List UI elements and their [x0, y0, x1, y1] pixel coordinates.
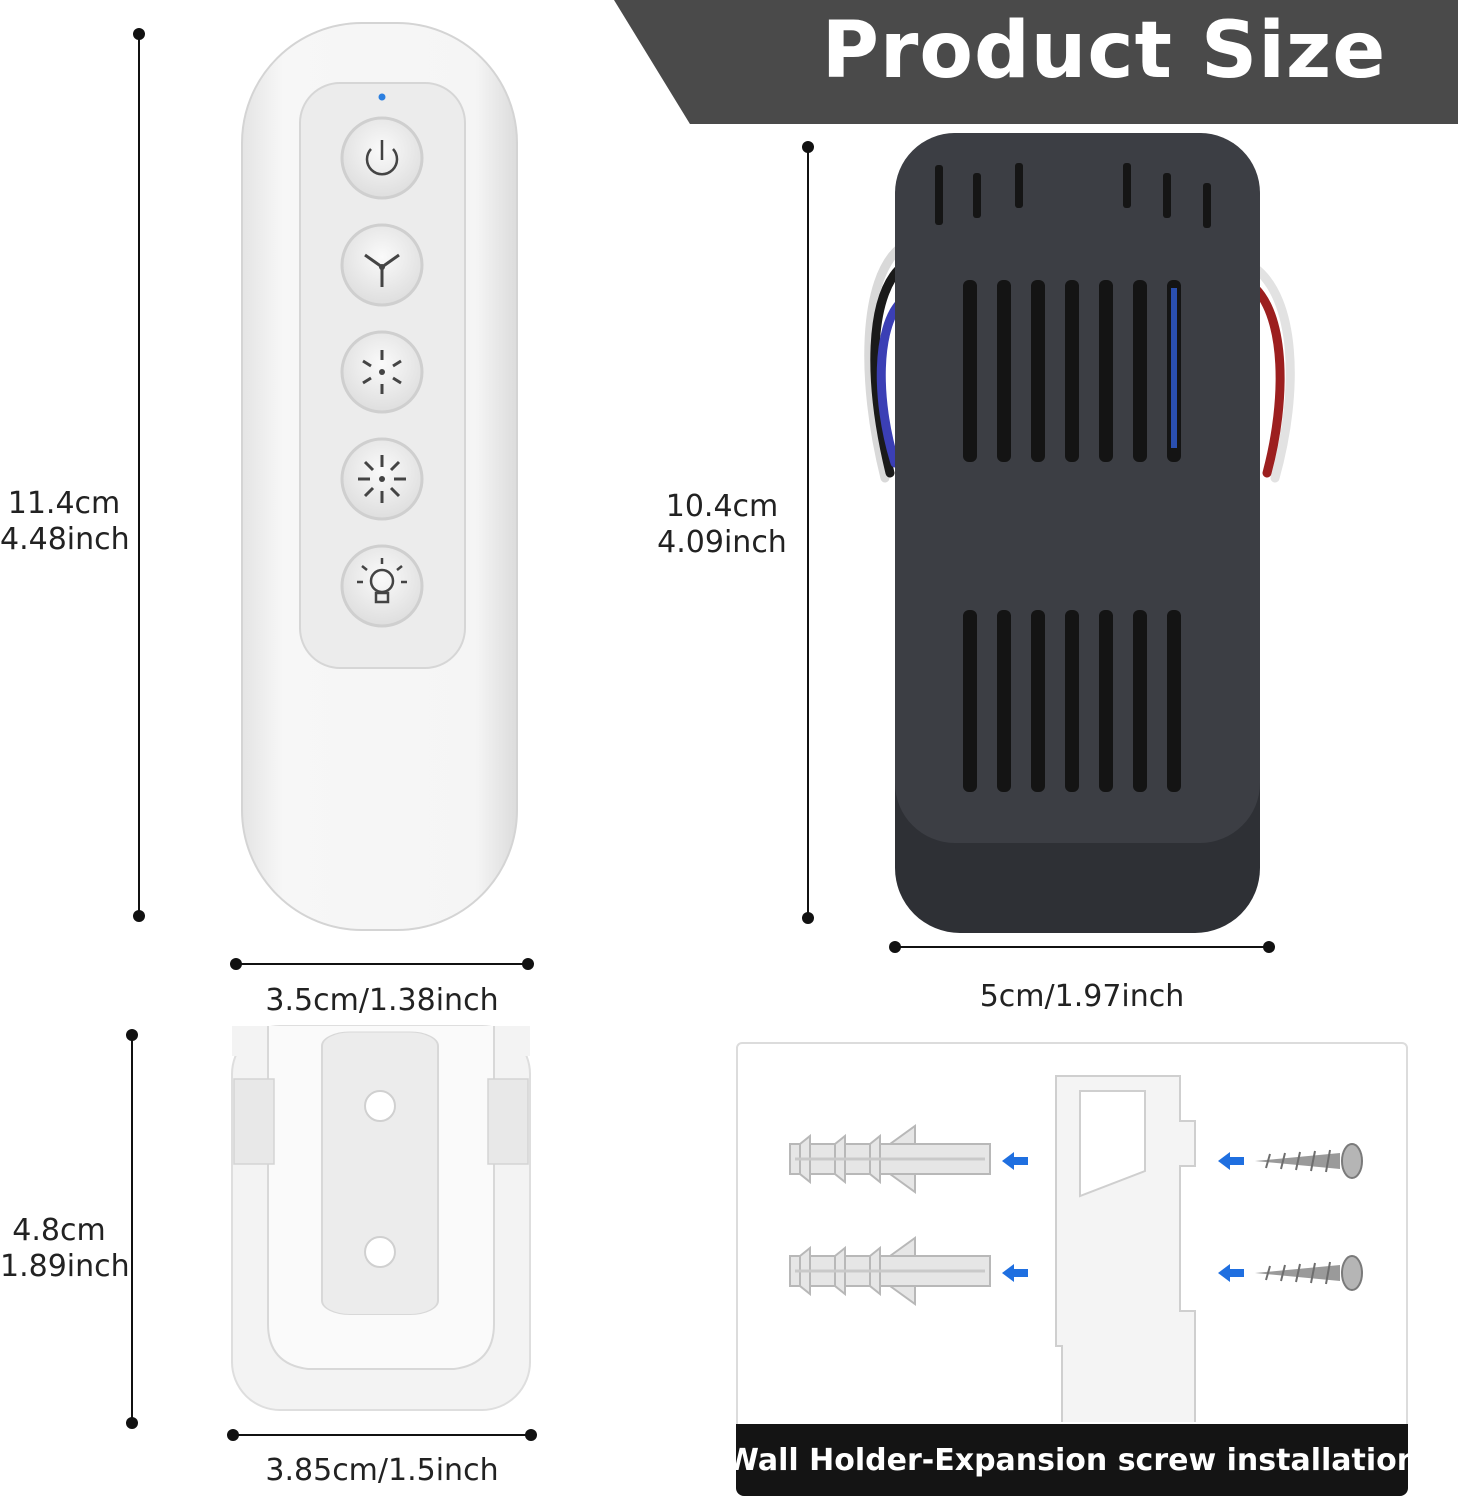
holder-height-inch: 1.89inch [0, 1249, 130, 1284]
wall-holder [231, 1025, 531, 1411]
installation-diagram [789, 1075, 1363, 1422]
remote-height-cm: 11.4cm [7, 486, 121, 521]
fan-medium-button [340, 330, 424, 414]
remote-height-inch: 4.48inch [0, 522, 130, 557]
page-title: Product Size [821, 6, 1387, 96]
arrow-icon [1002, 1152, 1244, 1282]
installation-caption: Wall Holder-Expansion screw installation [725, 1442, 1419, 1478]
holder-width-label: 3.85cm/1.5inch [265, 1453, 499, 1488]
light-button [340, 544, 424, 628]
remote-height-dimension [132, 28, 146, 922]
receiver-height-inch: 4.09inch [657, 525, 787, 560]
holder-width-dimension [227, 1428, 537, 1442]
remote-control [241, 22, 518, 931]
fan-high-button [340, 437, 424, 521]
installation-caption-bar: Wall Holder-Expansion screw installation [725, 1424, 1419, 1496]
holder-height-label: 4.8cm 1.89inch [0, 1213, 130, 1285]
holder-height-dimension [125, 1029, 139, 1429]
receiver-width-dimension [889, 940, 1275, 954]
power-button [340, 116, 424, 200]
remote-width-label: 3.5cm/1.38inch [265, 983, 499, 1018]
screw-top [1255, 1143, 1363, 1179]
holder-side-view [1055, 1075, 1196, 1422]
holder-height-cm: 4.8cm [12, 1213, 106, 1248]
remote-height-label: 11.4cm 4.48inch [0, 486, 130, 558]
receiver-height-cm: 10.4cm [665, 489, 779, 524]
title-banner: Product Size [614, 0, 1458, 124]
receiver-width-label: 5cm/1.97inch [979, 979, 1185, 1014]
remote-width-dimension [230, 957, 534, 971]
screw-bottom [1255, 1255, 1363, 1291]
fan-low-button [340, 223, 424, 307]
receiver-height-dimension [801, 141, 815, 924]
receiver-height-label: 10.4cm 4.09inch [652, 489, 792, 561]
receiver-module [864, 133, 1295, 933]
